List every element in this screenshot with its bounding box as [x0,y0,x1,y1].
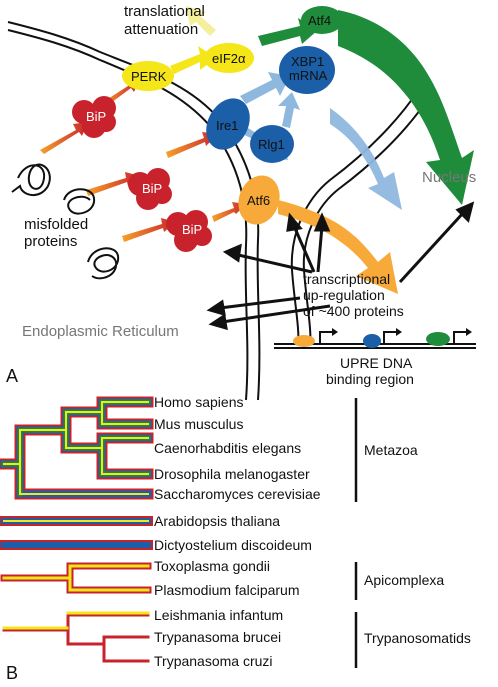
species-labels: Homo sapiens Mus musculus Caenorhabditis… [154,394,321,669]
bip-arrow-6 [212,202,246,222]
species-arabidopsis: Arabidopsis thaliana [154,513,280,529]
bip-arrow-5 [122,218,176,242]
bip-arrow-1 [40,122,88,154]
xbp1-nucleus-arrow [330,108,402,210]
ire1-label: Ire1 [216,118,238,133]
rlg1-label: Rlg1 [258,137,285,152]
eif2a-node [204,43,254,73]
eif2a-label: eIF2α [212,51,246,66]
rlg1-node [250,125,294,163]
misfolded-label: misfolded [24,216,88,233]
rlg1-to-xbp1-arrow [278,92,300,128]
phylogenetic-tree [0,396,154,663]
perk-to-eif2a-arrow [170,46,216,74]
group-metazoa: Metazoa [364,442,418,458]
xbp1-label: XBP1 [291,54,324,69]
species-toxoplasma: Toxoplasma gondii [154,558,270,574]
atf6-node [238,175,280,225]
er-label: Endoplasmic Reticulum [22,323,179,340]
eif2a-attenuation-arrow [186,6,216,36]
bip-node-2 [128,168,172,210]
species-t-cruzi: Trypanasoma cruzi [154,653,273,669]
species-c-elegans: Caenorhabditis elegans [154,440,301,456]
group-apicomplexa: Apicomplexa [364,572,444,588]
xbp1-node [279,46,335,94]
atf6-nucleus-arrow [278,200,398,294]
species-plasmodium: Plasmodium falciparum [154,582,300,598]
perk-node [122,61,174,91]
group-trypanosomatids: Trypanosomatids [364,630,471,646]
translational-label: translational [124,3,205,20]
atf4-nucleus-arrow [338,10,474,205]
species-t-brucei: Trypanasoma brucei [154,629,281,645]
bip-label-2: BiP [142,181,162,196]
bip-arrow-3 [86,172,140,196]
ire1-to-xbp1-arrow [240,72,290,104]
mrna-label: mRNA [289,68,328,83]
of400-label: of ~400 proteins [303,303,404,319]
species-leishmania: Leishmania infantum [154,607,283,623]
panel-b: Homo sapiens Mus musculus Caenorhabditis… [0,394,471,683]
atf4-node [301,6,343,34]
nucleus-label: Nucleus [422,169,476,186]
panel-b-letter: B [6,663,18,683]
upre-label-2: binding region [326,371,414,387]
misfolded-protein-icons [11,163,120,280]
upregulation-arrows [206,201,475,331]
bip-arrow-4 [166,132,218,158]
species-mus-musculus: Mus musculus [154,416,243,432]
atf4-label: Atf4 [308,13,331,28]
bip-node-1 [72,96,116,138]
bip-label-3: BiP [182,222,202,237]
bip-label-1: BiP [86,109,106,124]
bip-node-3 [166,210,212,252]
ire1-node [206,98,250,150]
upregulation-label: up-regulation [303,287,385,303]
upre-dna [274,328,476,349]
proteins-label: proteins [24,233,77,250]
species-homo-sapiens: Homo sapiens [154,394,244,410]
atf6-label: Atf6 [247,193,270,208]
nuclear-envelope [290,87,431,346]
species-saccharomyces: Saccharomyces cerevisiae [154,486,321,502]
species-drosophila: Drosophila melanogaster [154,466,310,482]
species-dictyostelium: Dictyostelium discoideum [154,537,312,553]
panel-a: translational attenuation Atf4 PERK eIF2… [6,3,476,401]
perk-label: PERK [131,69,167,84]
transcriptional-label: transcriptional [303,271,390,287]
attenuation-label: attenuation [124,21,198,38]
panel-a-letter: A [6,366,18,386]
upre-label-1: UPRE DNA [340,355,413,371]
